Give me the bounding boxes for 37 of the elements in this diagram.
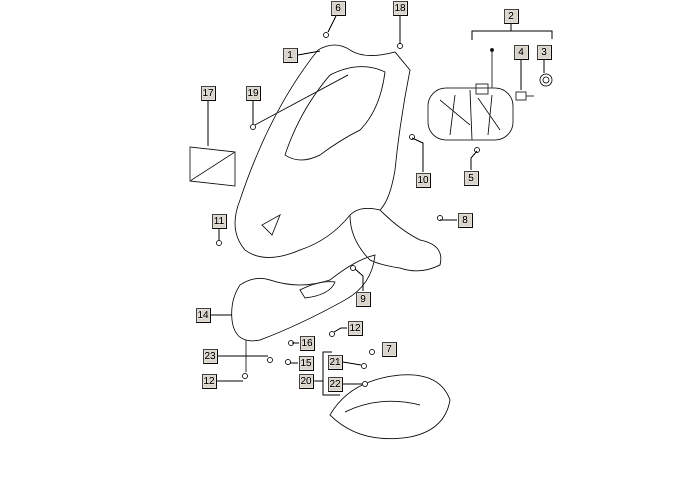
callout-number: 10 [416,172,430,188]
callout-number: 20 [298,374,314,388]
callout-number: 22 [328,376,342,392]
callout-number: 21 [328,354,342,370]
leader-line [210,314,232,316]
leader-line [292,342,300,344]
leader-line [354,268,364,292]
leader-line [412,138,424,172]
leader-line [520,60,522,90]
callout-number: 23 [202,348,218,364]
callout-number: 7 [382,342,396,356]
callout-number: 4 [514,44,528,60]
callout-number: 3 [536,44,552,60]
callout-number: 11 [212,214,226,228]
callout-number: 14 [196,308,210,322]
callout-number: 16 [300,336,314,350]
leader-line [290,362,298,364]
callout-number: 15 [298,356,314,370]
leader-line [298,50,320,56]
leader-line [470,150,478,170]
leader-line [334,328,348,332]
callout-number: 9 [356,292,370,306]
callout-number: 18 [392,0,408,16]
callout-number: 12 [348,320,362,336]
leader-line [328,16,336,32]
callout-number: 1 [282,48,298,62]
leader-line [252,100,254,124]
callout-number: 6 [330,0,346,16]
callout-number: 12 [202,374,216,388]
callout-number: 2 [504,8,518,24]
callout-number: 8 [458,212,472,228]
leader-line [342,362,362,366]
callout-number: 5 [464,170,478,186]
callout-number: 19 [246,86,260,100]
callout-number: 17 [200,86,216,100]
leader-line [218,228,220,240]
leader-line [216,380,244,382]
